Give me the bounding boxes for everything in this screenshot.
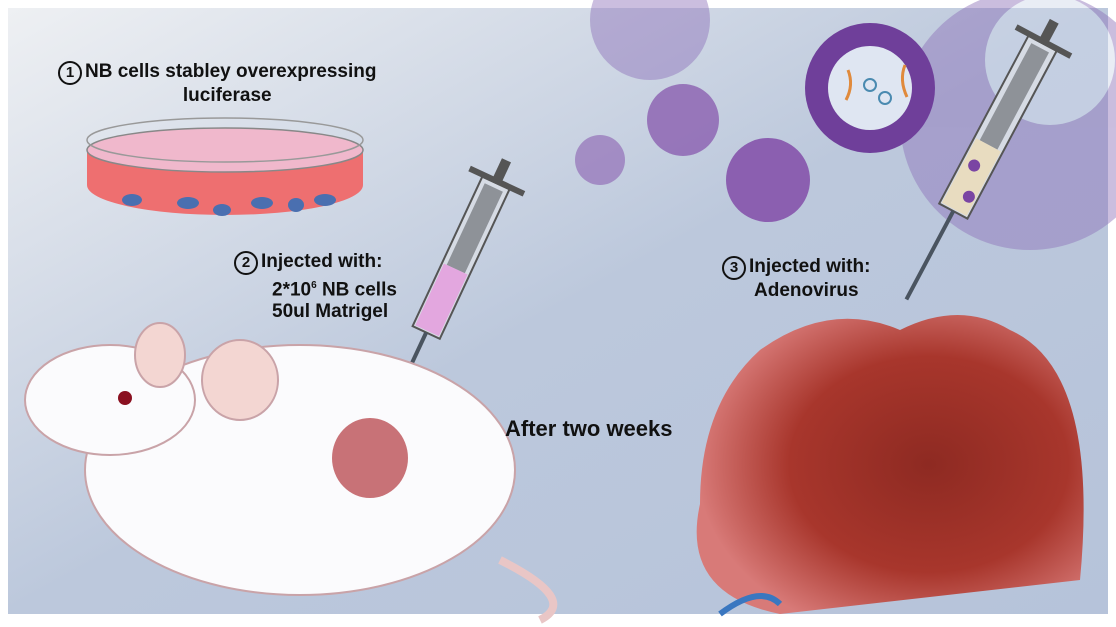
virus-icon (726, 138, 810, 222)
virus-icon (647, 84, 719, 156)
step-number: 2 (234, 251, 258, 275)
mouse (24, 322, 558, 624)
mouse-tail (498, 556, 558, 624)
virus-icon (575, 135, 625, 185)
step-number: 3 (722, 256, 746, 280)
nb-cells (122, 194, 336, 216)
petri-dish (86, 117, 364, 216)
adenovirus-particles (575, 23, 935, 222)
transition-label: After two weeks (505, 416, 673, 441)
syringe-icon (904, 18, 1073, 301)
tumor-small (332, 418, 408, 498)
step-number: 1 (58, 61, 82, 85)
mouse-eye (118, 391, 132, 405)
tumor (696, 315, 1084, 617)
